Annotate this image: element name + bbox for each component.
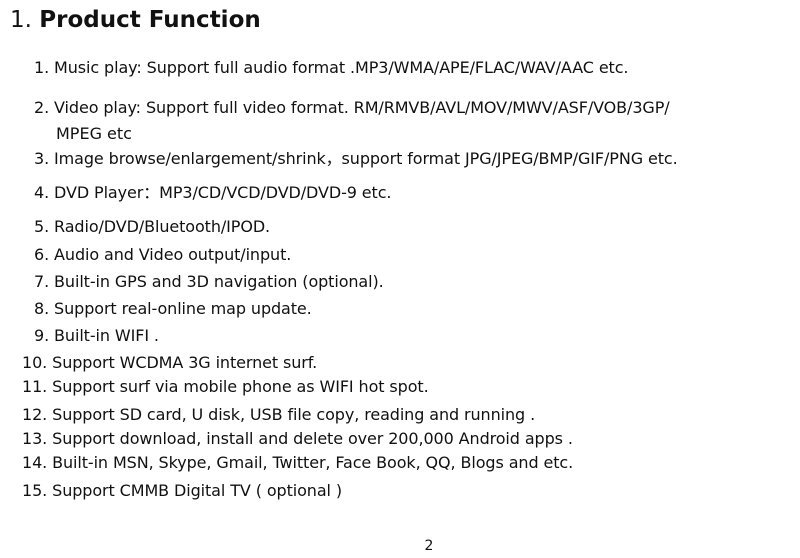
list-item: 4. DVD Player：MP3/CD/VCD/DVD/DVD-9 etc. — [34, 183, 392, 202]
list-item: 7. Built-in GPS and 3D navigation (optio… — [34, 272, 384, 291]
section-number: 1. — [10, 7, 32, 33]
list-item: 2. Video play: Support full video format… — [34, 98, 670, 117]
list-item: 12. Support SD card, U disk, USB file co… — [22, 405, 536, 424]
list-item: 1. Music play: Support full audio format… — [34, 58, 629, 77]
list-item: 5. Radio/DVD/Bluetooth/IPOD. — [34, 217, 271, 236]
section-title: Product Function — [39, 7, 261, 33]
list-item: 15. Support CMMB Digital TV ( optional ) — [22, 481, 342, 500]
section-heading: 1. Product Function — [10, 4, 261, 36]
list-item: 13. Support download, install and delete… — [22, 429, 573, 448]
list-item: 10. Support WCDMA 3G internet surf. — [22, 353, 318, 372]
list-item-continuation: MPEG etc — [56, 124, 132, 143]
list-item: 8. Support real-online map update. — [34, 299, 312, 318]
page-number: 2 — [424, 538, 434, 554]
list-item: 3. Image browse/enlargement/shrink，suppo… — [34, 149, 678, 168]
list-item: 14. Built-in MSN, Skype, Gmail, Twitter,… — [22, 453, 574, 472]
list-item: 6. Audio and Video output/input. — [34, 245, 292, 264]
list-item: 9. Built-in WIFI . — [34, 326, 159, 345]
list-item: 11. Support surf via mobile phone as WIF… — [22, 377, 429, 396]
